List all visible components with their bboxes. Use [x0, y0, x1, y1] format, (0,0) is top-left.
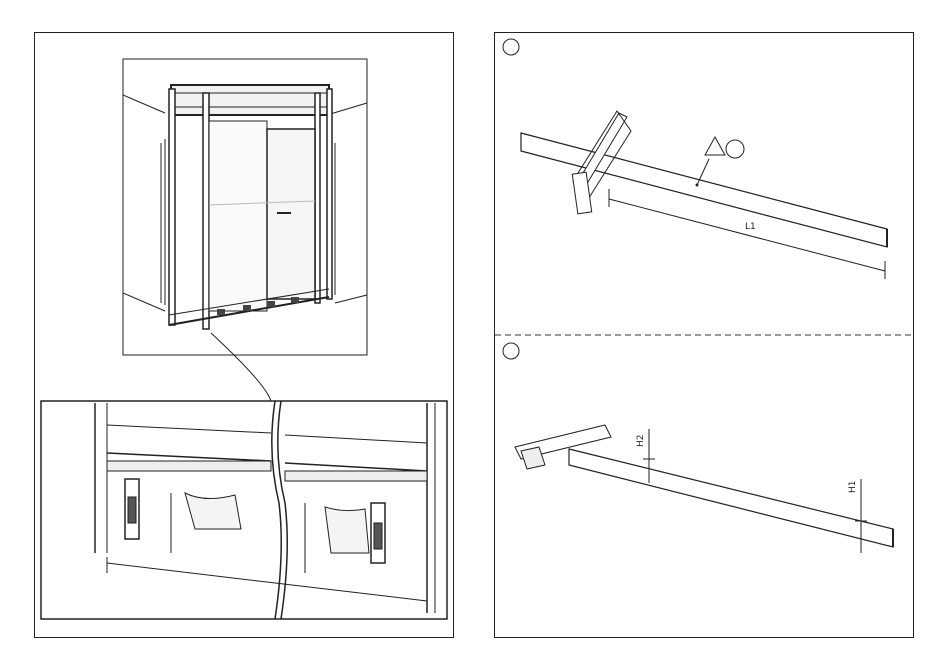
dimension-label-h1: H1 [848, 481, 858, 494]
right-instruction-panel: L1 H2 H1 [494, 32, 914, 638]
dimension-label-l1: L1 [745, 222, 756, 232]
circle-icon [726, 140, 744, 158]
detail-magnification [41, 401, 447, 619]
step-b-beam [569, 449, 893, 547]
step-circle-icon [503, 39, 519, 55]
shower-cabin [161, 85, 335, 329]
left-illustration-panel [34, 32, 454, 638]
dimension-label-h2: H2 [636, 435, 646, 448]
leader-dot [696, 184, 699, 187]
step-circle-icon [503, 343, 519, 359]
callout-curve [211, 333, 271, 401]
triangle-icon [705, 137, 725, 155]
left-illustration [35, 33, 455, 639]
right-illustration: L1 H2 H1 [495, 33, 915, 639]
